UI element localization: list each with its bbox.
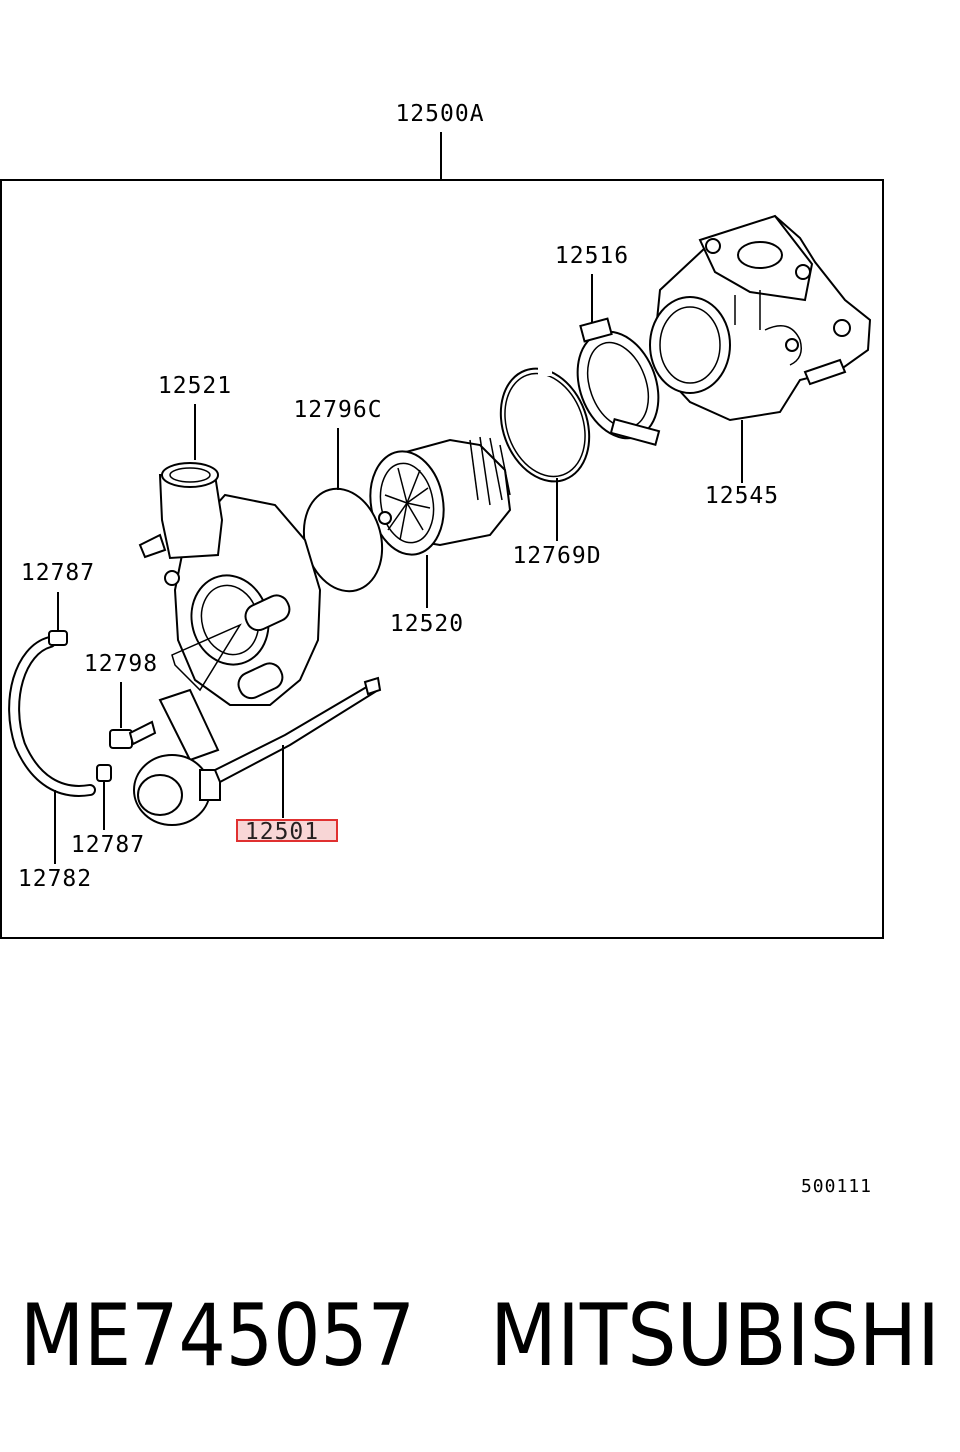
compressor-housing-drawing[interactable] [138, 462, 322, 706]
label-hose[interactable]: 12782 [18, 866, 92, 892]
clamp-drawing[interactable] [563, 317, 672, 450]
label-cartridge[interactable]: 12520 [390, 611, 464, 637]
footer-part-number: ME745057 [20, 1286, 415, 1386]
label-compressor-housing[interactable]: 12521 [158, 373, 232, 399]
label-o-ring[interactable]: 12796C [293, 397, 382, 423]
label-turbine-housing[interactable]: 12545 [705, 483, 779, 509]
snap-ring-drawing[interactable] [486, 356, 605, 494]
turbine-housing-drawing[interactable] [649, 214, 872, 422]
highlight-box-actuator [236, 819, 338, 842]
label-clamp[interactable]: 12516 [555, 243, 629, 269]
label-clip-top[interactable]: 12787 [21, 560, 95, 586]
assembly-frame [0, 179, 884, 939]
actuator-drawing[interactable] [133, 623, 382, 826]
label-snap-ring[interactable]: 12769D [512, 543, 601, 569]
cartridge-drawing[interactable] [363, 436, 512, 560]
label-bolt[interactable]: 12798 [84, 651, 158, 677]
footer-brand: MITSUBISHI [490, 1286, 940, 1386]
label-actuator[interactable]: 12501 [245, 819, 319, 845]
diagram-code: 500111 [801, 1176, 872, 1197]
bolt-drawing[interactable] [109, 720, 157, 749]
label-assembly[interactable]: 12500A [395, 101, 484, 127]
hose-inner [10, 638, 94, 795]
label-clip-bottom[interactable]: 12787 [71, 832, 145, 858]
clip-bottom-drawing[interactable] [96, 764, 112, 782]
clip-top-drawing[interactable] [48, 630, 68, 646]
